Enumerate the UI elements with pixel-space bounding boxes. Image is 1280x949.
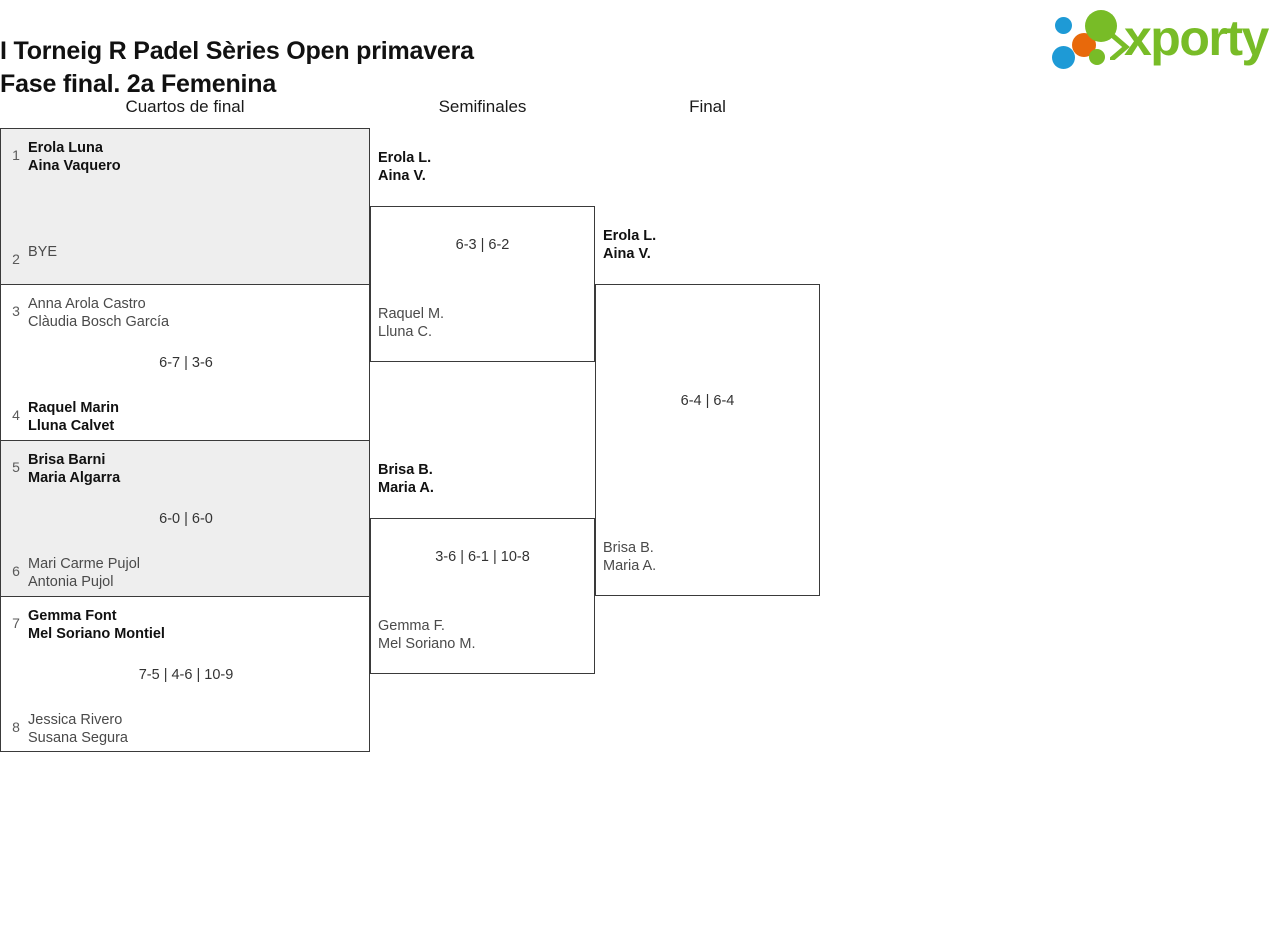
- team-player-2: Maria A.: [603, 558, 657, 574]
- team-player-1: Raquel Marin: [28, 400, 120, 416]
- match-score: 6-7 | 3-6: [159, 355, 213, 371]
- semifinal-1-team-top: Erola L. Aina V.: [378, 149, 593, 185]
- page-title-line-1: I Torneig R Padel Sèries Open primavera: [0, 37, 474, 65]
- match-quarterfinal-4[interactable]: 7 Gemma Font Mel Soriano Montiel 7-5 | 4…: [0, 596, 370, 752]
- team-bottom: Mari Carme Pujol Antonia Pujol: [28, 555, 358, 591]
- match-quarterfinal-2[interactable]: 3 Anna Arola Castro Clàudia Bosch García…: [0, 284, 370, 440]
- match-final[interactable]: [595, 284, 820, 596]
- team-player-2: Aina Vaquero: [28, 158, 121, 174]
- final-team-bottom: Brisa B. Maria A.: [603, 539, 818, 575]
- seed-number: 5: [12, 459, 20, 475]
- team-player-1: Erola L.: [603, 228, 657, 244]
- team-player-1: BYE: [28, 244, 58, 260]
- match-quarterfinal-3[interactable]: 5 Brisa Barni Maria Algarra 6-0 | 6-0 6 …: [0, 440, 370, 596]
- match-score: 6-0 | 6-0: [159, 511, 213, 527]
- team-top: Anna Arola Castro Clàudia Bosch García: [28, 295, 358, 331]
- seed-number: 6: [12, 563, 20, 579]
- match-semifinal-2[interactable]: [370, 518, 595, 674]
- team-player-1: Mari Carme Pujol: [28, 556, 140, 572]
- seed-number: 1: [12, 147, 20, 163]
- logo-dot-blue-top-icon: [1055, 17, 1072, 34]
- team-bottom: Jessica Rivero Susana Segura: [28, 711, 358, 747]
- team-player-1: Brisa Barni: [28, 452, 106, 468]
- team-bottom: Raquel Marin Lluna Calvet: [28, 399, 358, 435]
- semifinal-1-team-bottom: Raquel M. Lluna C.: [378, 305, 593, 341]
- logo-wordmark: xporty: [1124, 10, 1269, 66]
- team-player-2: Clàudia Bosch García: [28, 314, 170, 330]
- final-score: 6-4 | 6-4: [680, 393, 735, 409]
- logo-chevron-icon: [1110, 34, 1130, 60]
- match-quarterfinal-1[interactable]: 1 Erola Luna Aina Vaquero 2 BYE: [0, 128, 370, 284]
- semifinal-2-team-bottom: Gemma F. Mel Soriano M.: [378, 617, 593, 653]
- page-title-line-2: Fase final. 2a Femenina: [0, 70, 277, 98]
- team-player-2: Antonia Pujol: [28, 574, 114, 590]
- team-player-2: Mel Soriano M.: [378, 636, 476, 652]
- team-player-2: Aina V.: [378, 168, 426, 184]
- team-bottom: BYE: [28, 243, 358, 261]
- team-player-1: Erola Luna: [28, 140, 103, 156]
- team-player-2: Mel Soriano Montiel: [28, 626, 165, 642]
- team-player-1: Raquel M.: [378, 306, 445, 322]
- page-title: I Torneig R Padel Sèries Open primavera …: [0, 2, 900, 134]
- team-player-1: Gemma F.: [378, 618, 445, 634]
- team-player-2: Susana Segura: [28, 730, 128, 746]
- round-header-semifinals: Semifinales: [438, 97, 527, 116]
- seed-number: 4: [12, 407, 20, 423]
- team-player-1: Erola L.: [378, 150, 432, 166]
- semifinal-2-score: 3-6 | 6-1 | 10-8: [435, 549, 530, 565]
- round-header-quarterfinals: Cuartos de final: [125, 97, 245, 116]
- semifinal-1-score: 6-3 | 6-2: [455, 237, 510, 253]
- team-player-1: Brisa B.: [603, 540, 654, 556]
- team-player-1: Anna Arola Castro: [28, 296, 146, 312]
- team-player-1: Gemma Font: [28, 608, 117, 624]
- team-player-2: Aina V.: [603, 246, 651, 262]
- semifinal-2-team-top: Brisa B. Maria A.: [378, 461, 593, 497]
- xporty-logo[interactable]: xporty: [1052, 5, 1278, 69]
- team-player-2: Lluna C.: [378, 324, 433, 340]
- team-top: Gemma Font Mel Soriano Montiel: [28, 607, 358, 643]
- team-player-2: Maria Algarra: [28, 470, 121, 486]
- match-score: 7-5 | 4-6 | 10-9: [138, 667, 234, 683]
- team-top: Erola Luna Aina Vaquero: [28, 139, 358, 175]
- final-team-top: Erola L. Aina V.: [603, 227, 818, 263]
- logo-dot-green-small-icon: [1089, 49, 1105, 65]
- round-header-final: Final: [689, 97, 726, 116]
- seed-number: 2: [12, 251, 20, 267]
- team-player-2: Maria A.: [378, 480, 434, 496]
- seed-number: 3: [12, 303, 20, 319]
- team-player-1: Jessica Rivero: [28, 712, 123, 728]
- team-top: Brisa Barni Maria Algarra: [28, 451, 358, 487]
- tournament-bracket: 1 Erola Luna Aina Vaquero 2 BYE 3 Anna A…: [0, 128, 1280, 768]
- logo-dot-blue-bottom-icon: [1052, 46, 1075, 69]
- team-player-1: Brisa B.: [378, 462, 433, 478]
- team-player-2: Lluna Calvet: [28, 418, 115, 434]
- page-header: I Torneig R Padel Sèries Open primavera …: [0, 0, 1280, 98]
- seed-number: 7: [12, 615, 20, 631]
- seed-number: 8: [12, 719, 20, 735]
- match-semifinal-1[interactable]: [370, 206, 595, 362]
- logo-dots-icon: [1052, 9, 1130, 69]
